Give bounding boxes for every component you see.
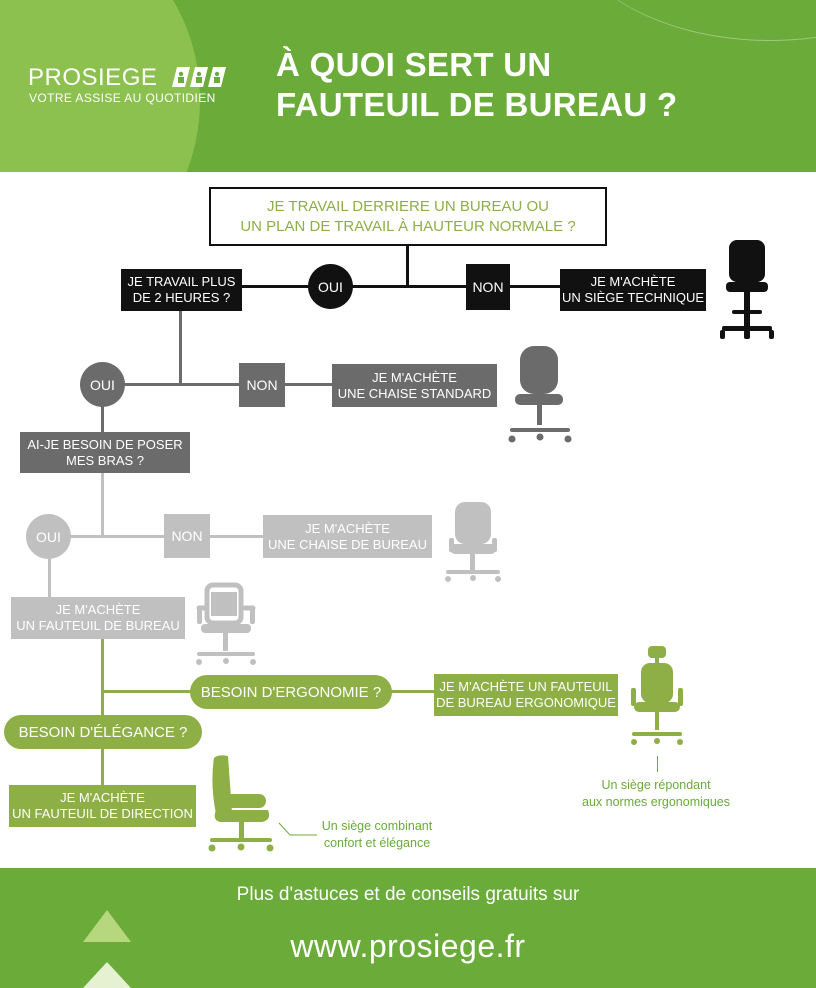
logo-figures-icon [172, 67, 226, 87]
footer-text: Plus d'astuces et de conseils gratuits s… [236, 884, 580, 905]
header-banner: PROSIEGE VOTRE ASSISE AU QUOTIDIEN À QUO… [0, 0, 816, 172]
buy-standard-line1: JE M'ACHÈTE [372, 369, 457, 385]
connector [101, 473, 104, 537]
ergonomic-note-line2: aux normes ergonomiques [582, 795, 730, 809]
connector [242, 285, 562, 288]
yes-circle-1: OUI [308, 264, 353, 309]
buy-standard-line2: UNE CHAISE STANDARD [337, 385, 492, 401]
page-title-line2: FAUTEUIL DE BUREAU ? [276, 86, 678, 123]
no-box-1: NON [466, 264, 510, 310]
connector [101, 404, 104, 434]
buy-armchair-box: JE M'ACHÈTE UN FAUTEUIL DE BUREAU [11, 597, 185, 639]
buy-direction-box: JE M'ACHÈTE UN FAUTEUIL DE DIRECTION [9, 785, 196, 827]
no-box-2: NON [239, 363, 285, 407]
elegance-question: BESOIN D'ÉLÉGANCE ? [4, 715, 202, 749]
executive-chair-icon [208, 755, 274, 852]
ergonomic-chair-icon [631, 646, 683, 745]
footer-banner: Plus d'astuces et de conseils gratuits s… [0, 868, 816, 988]
buy-technique-line2: UN SIÈGE TECHNIQUE [561, 290, 705, 305]
connector [110, 383, 334, 386]
buy-direction-line1: JE M'ACHÈTE [60, 790, 145, 805]
question-2-box: JE TRAVAIL PLUS DE 2 HEURES ? [121, 269, 242, 311]
buy-armchair-line2: UN FAUTEUIL DE BUREAU [16, 618, 180, 633]
elegance-note: Un siège combinant confort et élégance [314, 818, 440, 852]
connector [101, 637, 104, 785]
yes-circle-3: OUI [26, 514, 71, 559]
note-pointer [657, 756, 658, 772]
logo-tagline: VOTRE ASSISE AU QUOTIDIEN [29, 91, 216, 105]
connector [179, 311, 182, 385]
page-title-line1: À QUOI SERT UN [276, 46, 552, 83]
no-box-3: NON [164, 514, 210, 558]
start-question-line1: JE TRAVAIL DERRIERE UN BUREAU OU [267, 197, 549, 215]
buy-office-chair-line1: JE M'ACHÈTE [305, 520, 390, 536]
header-decoration [0, 0, 200, 172]
note-pointer [278, 822, 317, 836]
yes-circle-2: OUI [80, 362, 125, 407]
logo-name: PROSIEGE [28, 64, 158, 91]
buy-office-chair-line2: UNE CHAISE DE BUREAU [268, 536, 427, 552]
buy-direction-line2: UN FAUTEUIL DE DIRECTION [12, 806, 193, 821]
armchair-icon [196, 582, 256, 665]
buy-armchair-line1: JE M'ACHÈTE [55, 602, 141, 617]
office-chair-icon [445, 502, 501, 582]
question-3-box: AI-JE BESOIN DE POSER MES BRAS ? [20, 432, 190, 473]
connector [48, 558, 51, 598]
website-link[interactable]: www.prosiege.fr [290, 928, 526, 964]
buy-technique-box: JE M'ACHÈTE UN SIÈGE TECHNIQUE [560, 269, 706, 311]
standard-chair-icon [508, 346, 572, 443]
elegance-note-line2: confort et élégance [323, 836, 431, 850]
connector [101, 690, 193, 693]
question-2-line1: JE TRAVAIL PLUS [127, 274, 236, 289]
buy-ergonomic-line1: JE M'ACHÈTE UN FAUTEUIL [439, 679, 613, 694]
connector [390, 690, 436, 693]
ergonomic-note: Un siège répondant aux normes ergonomiqu… [566, 777, 746, 811]
buy-office-chair-box: JE M'ACHÈTE UNE CHAISE DE BUREAU [263, 515, 432, 558]
buy-standard-box: JE M'ACHÈTE UNE CHAISE STANDARD [332, 364, 497, 407]
header-decoration-arc [560, 0, 816, 41]
question-2-line2: DE 2 HEURES ? [132, 290, 231, 305]
ergonomie-question: BESOIN D'ERGONOMIE ? [190, 675, 392, 709]
elegance-note-line1: Un siège combinant [321, 819, 433, 833]
ergonomic-note-line1: Un siège répondant [601, 778, 711, 792]
start-question: JE TRAVAIL DERRIERE UN BUREAU OU UN PLAN… [209, 187, 607, 246]
buy-technique-line1: JE M'ACHÈTE [590, 274, 676, 289]
buy-ergonomic-line2: DE BUREAU ERGONOMIQUE [436, 695, 616, 710]
technical-stool-icon [720, 240, 774, 339]
start-question-line2: UN PLAN DE TRAVAIL À HAUTEUR NORMALE ? [240, 217, 576, 235]
triangle-decoration-icon [83, 910, 131, 988]
connector [406, 246, 409, 286]
question-3-line2: MES BRAS ? [65, 452, 145, 468]
buy-ergonomic-box: JE M'ACHÈTE UN FAUTEUIL DE BUREAU ERGONO… [434, 674, 618, 716]
question-3-line1: AI-JE BESOIN DE POSER [27, 436, 183, 452]
connector [60, 535, 265, 538]
